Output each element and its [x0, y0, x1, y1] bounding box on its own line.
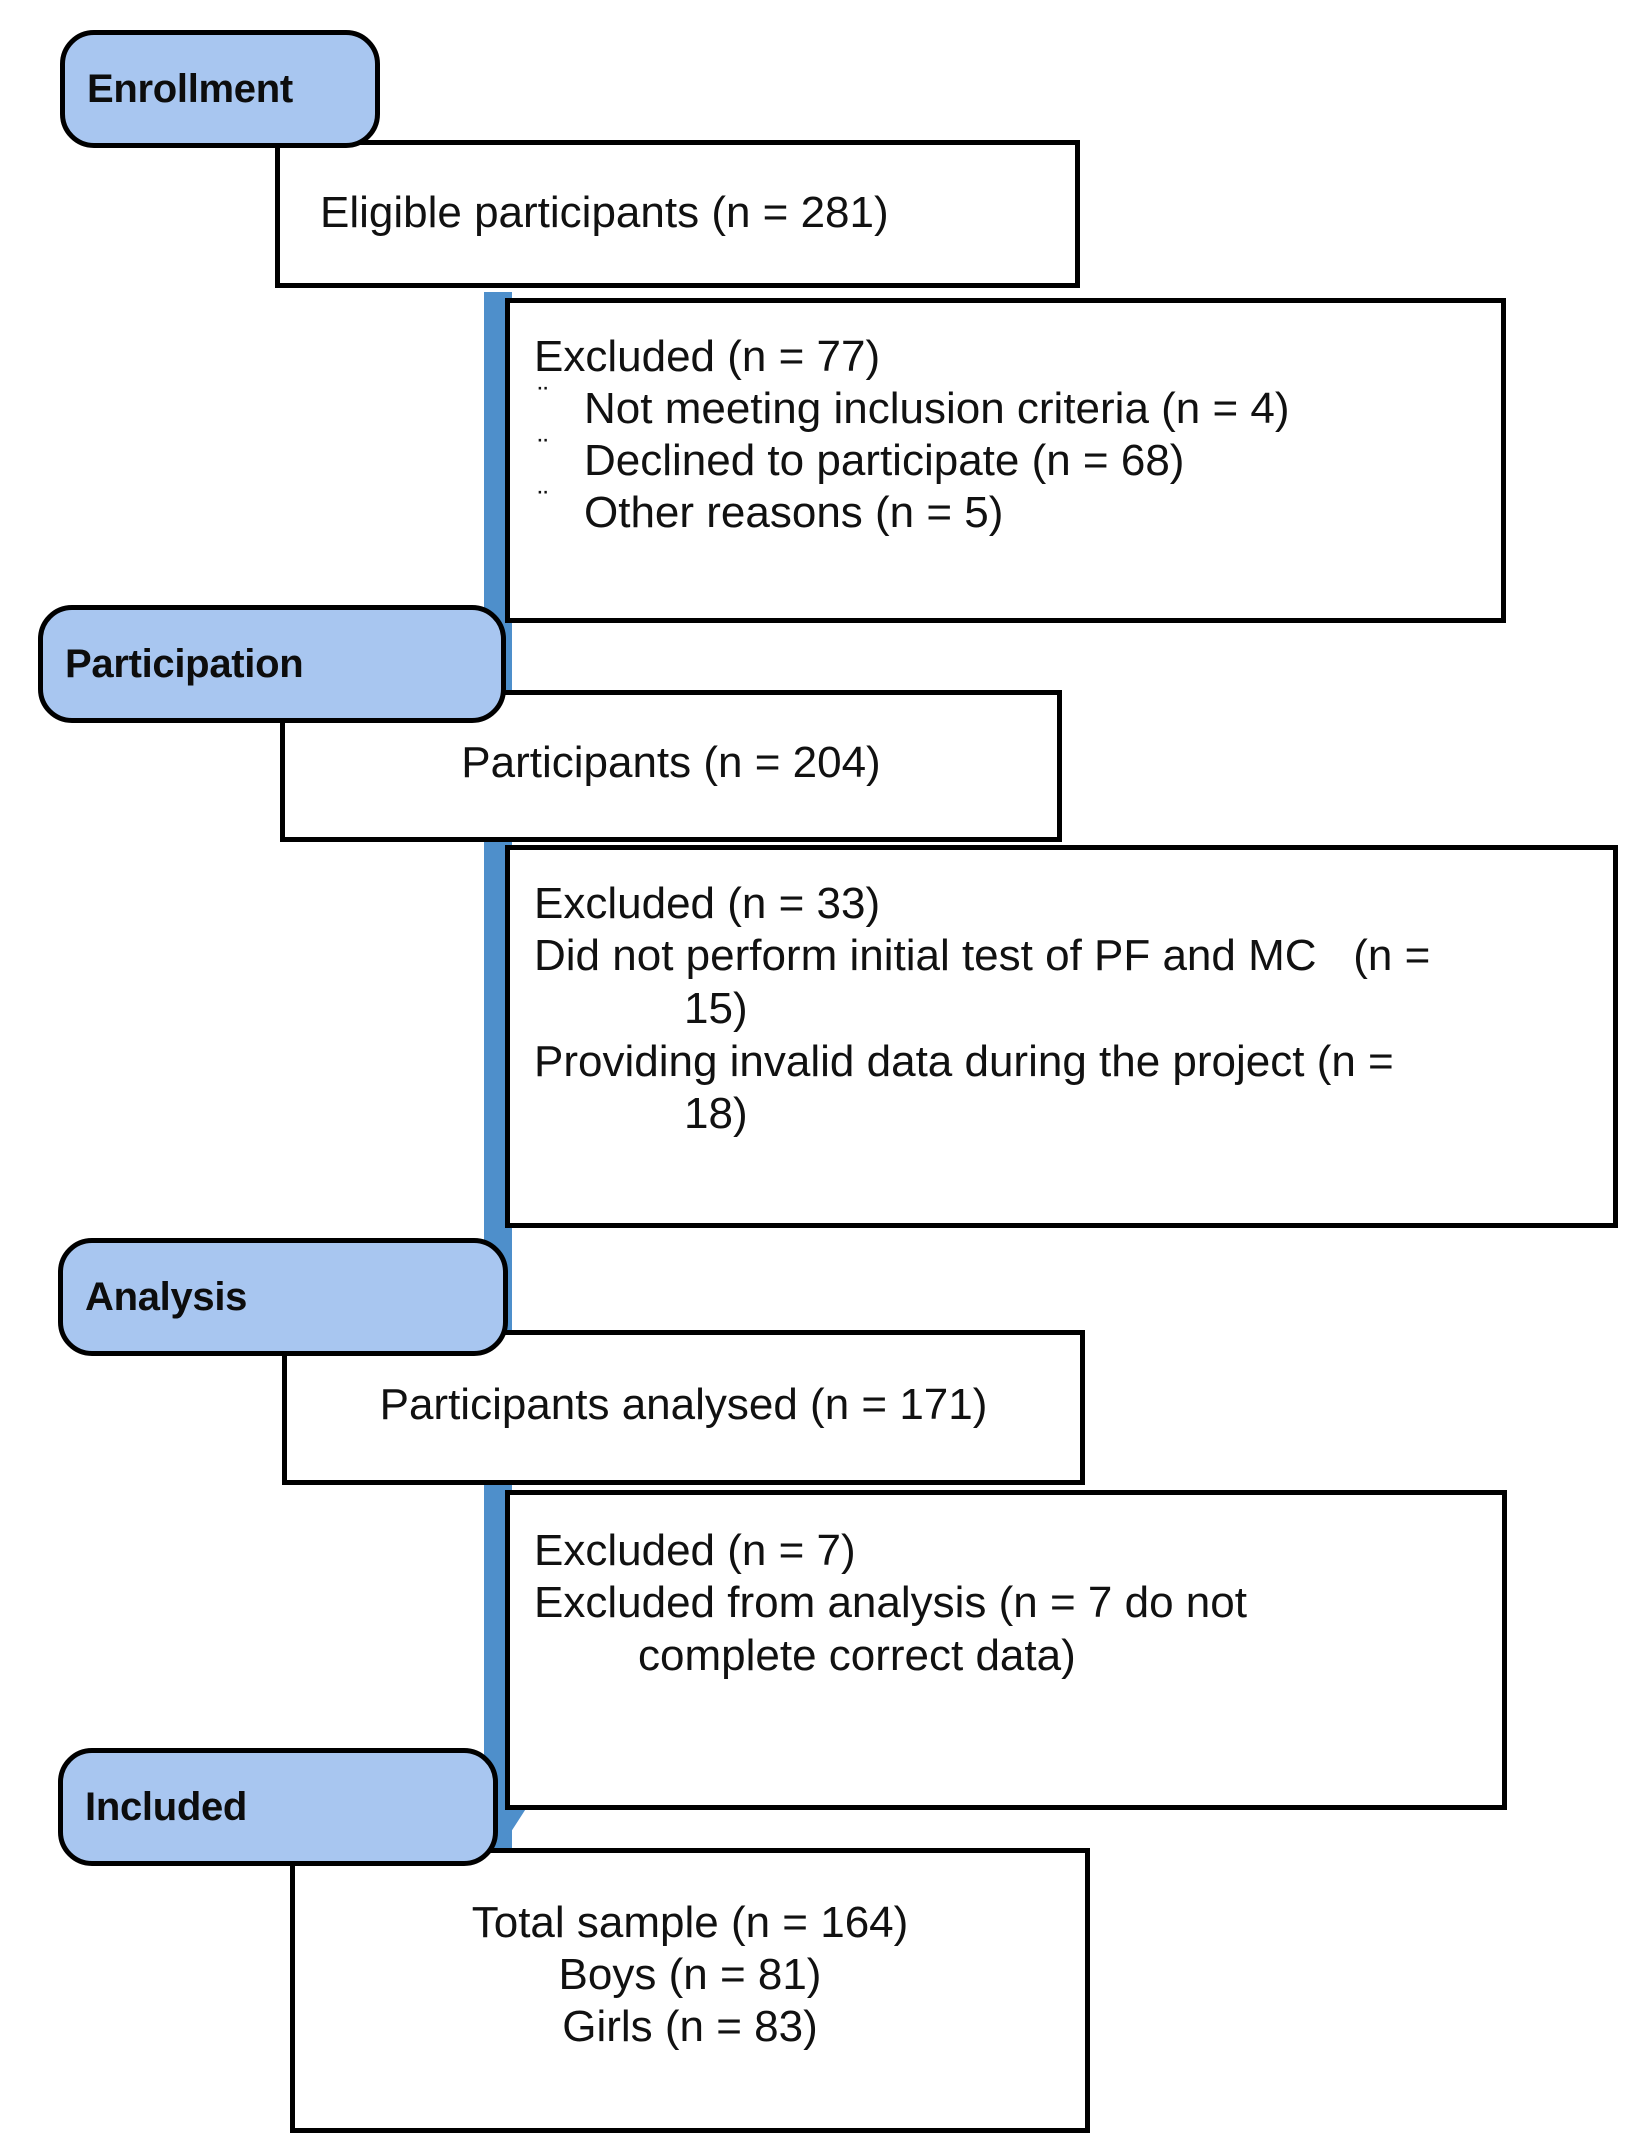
boys-count-text: Boys (n = 81)	[558, 1949, 822, 1999]
excluded-participation-reason-2: Providing invalid data during the projec…	[534, 1036, 1589, 1142]
total-sample-text: Total sample (n = 164)	[471, 1898, 909, 1947]
participants-analysed-text: Participants analysed (n = 171)	[379, 1380, 988, 1429]
box-excluded-analysis: Excluded (n = 7) Excluded from analysis …	[505, 1490, 1507, 1810]
excluded-enrollment-bullet-1: ¨ Not meeting inclusion criteria (n = 4)	[534, 380, 1501, 435]
girls-count-text: Girls (n = 83)	[562, 2001, 818, 2051]
excluded-enrollment-heading: Excluded (n = 77)	[534, 332, 881, 381]
eligible-participants-text: Eligible participants (n = 281)	[320, 188, 889, 237]
excluded-participation-heading: Excluded (n = 33)	[534, 879, 881, 928]
box-excluded-participation: Excluded (n = 33) Did not perform initia…	[505, 845, 1618, 1228]
excluded-enrollment-bullet-3: ¨ Other reasons (n = 5)	[534, 484, 1501, 539]
stage-pill-analysis: Analysis	[58, 1238, 508, 1356]
excluded-analysis-reason-1: Excluded from analysis (n = 7 do not com…	[534, 1577, 1478, 1683]
stage-label-analysis: Analysis	[85, 1274, 248, 1319]
excluded-analysis-heading: Excluded (n = 7)	[534, 1526, 856, 1575]
reason-line-tail: (n =	[1353, 930, 1431, 980]
reason-line-continuation: 18)	[684, 1089, 748, 1139]
stage-label-participation: Participation	[65, 641, 304, 686]
excluded-participation-reason-1: Did not perform initial test of PF and M…	[534, 930, 1589, 1036]
reason-line-text: Providing invalid data during the projec…	[534, 1036, 1394, 1086]
bullet-icon: ¨	[538, 380, 548, 414]
stage-pill-participation: Participation	[38, 605, 506, 723]
bullet-icon: ¨	[538, 432, 548, 466]
bullet-icon: ¨	[538, 484, 548, 518]
box-total-sample: Total sample (n = 164) Boys (n = 81) Gir…	[290, 1848, 1090, 2133]
stage-label-included: Included	[85, 1784, 248, 1829]
reason-line-continuation: 15)	[684, 983, 748, 1033]
reason-line-continuation: complete correct data)	[638, 1630, 1076, 1680]
reason-line-text: Excluded from analysis (n = 7 do not	[534, 1577, 1247, 1627]
stage-pill-included: Included	[58, 1748, 498, 1866]
excluded-enrollment-bullet-2: ¨ Declined to participate (n = 68)	[534, 432, 1501, 487]
bullet-text: Not meeting inclusion criteria (n = 4)	[584, 383, 1290, 433]
box-eligible-participants: Eligible participants (n = 281)	[275, 140, 1080, 288]
reason-line-text: Did not perform initial test of PF and M…	[534, 930, 1317, 980]
bullet-text: Declined to participate (n = 68)	[584, 435, 1185, 485]
bullet-text: Other reasons (n = 5)	[584, 487, 1004, 537]
stage-pill-enrollment: Enrollment	[60, 30, 380, 148]
participants-text: Participants (n = 204)	[461, 738, 881, 787]
stage-label-enrollment: Enrollment	[87, 66, 293, 111]
box-excluded-enrollment: Excluded (n = 77) ¨ Not meeting inclusio…	[505, 298, 1506, 623]
